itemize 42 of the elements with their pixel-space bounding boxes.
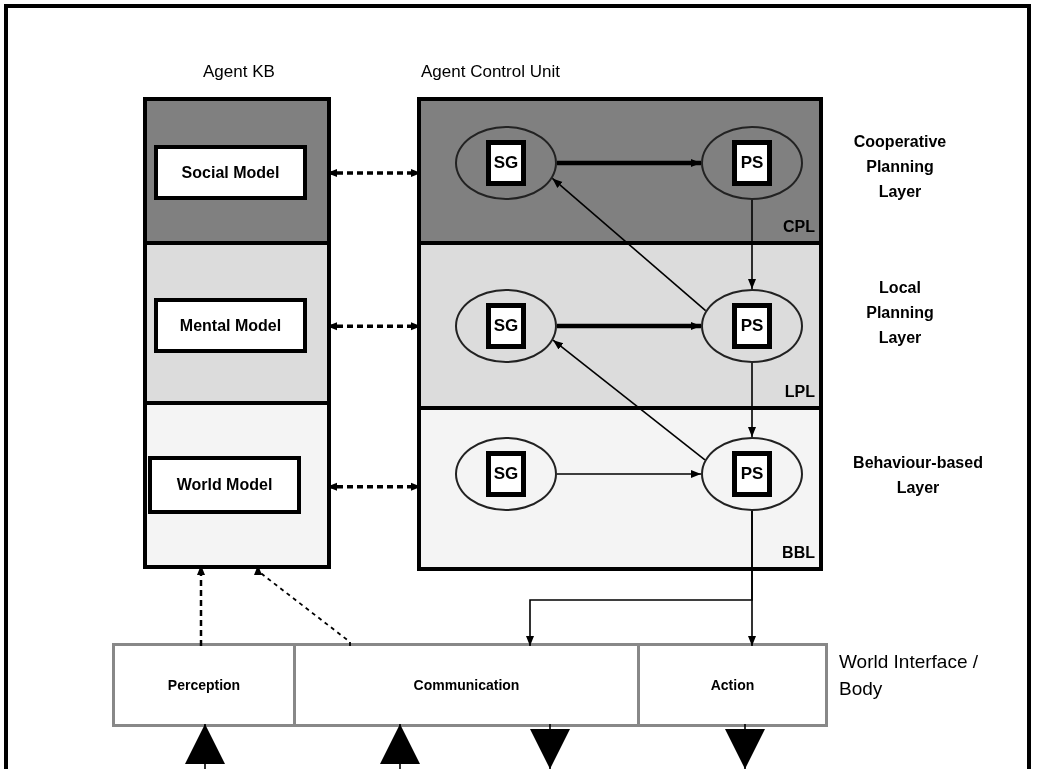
arrow <box>526 510 753 647</box>
model-box: World Model <box>148 456 301 514</box>
component-title: Agent Control Unit <box>421 61 560 83</box>
process-ellipse <box>455 437 557 511</box>
io-arrow <box>380 723 420 769</box>
arrow <box>748 199 756 290</box>
layer-code: LPL <box>784 382 815 402</box>
module-tag: SG <box>486 303 526 349</box>
model-box: Social Model <box>154 145 307 200</box>
component-title: Agent KB <box>203 61 275 83</box>
layer-code: BBL <box>782 543 815 563</box>
process-ellipse <box>701 126 803 200</box>
interface-section: Perception <box>115 646 293 724</box>
arrow <box>552 339 706 461</box>
layer-label: Behaviour-based Layer <box>852 453 984 498</box>
interface-title: World Interface / Body <box>839 650 980 701</box>
layer-code: CPL <box>783 217 815 237</box>
layer-band <box>147 101 327 245</box>
process-ellipse <box>455 289 557 363</box>
layer-label: Cooperative Planning Layer <box>852 132 948 202</box>
interface-section: Action <box>637 646 825 724</box>
model-box: Mental Model <box>154 298 307 353</box>
arrow <box>557 322 701 330</box>
module-tag: SG <box>486 451 526 497</box>
arrow <box>557 159 701 167</box>
arrow <box>556 470 702 478</box>
io-arrow <box>185 723 225 769</box>
io-arrow <box>725 723 765 769</box>
module-tag: PS <box>732 303 772 349</box>
layer-band <box>147 245 327 405</box>
module-tag: PS <box>732 451 772 497</box>
module-tag: PS <box>732 140 772 186</box>
interface-section: Communication <box>293 646 637 724</box>
io-arrow <box>530 723 570 769</box>
layer-label: Local Planning Layer <box>865 278 935 348</box>
module-tag: SG <box>486 140 526 186</box>
arrow <box>748 362 756 438</box>
layer-band <box>147 405 327 565</box>
process-ellipse <box>701 437 803 511</box>
process-ellipse <box>455 126 557 200</box>
process-ellipse <box>701 289 803 363</box>
arrow <box>551 177 707 312</box>
